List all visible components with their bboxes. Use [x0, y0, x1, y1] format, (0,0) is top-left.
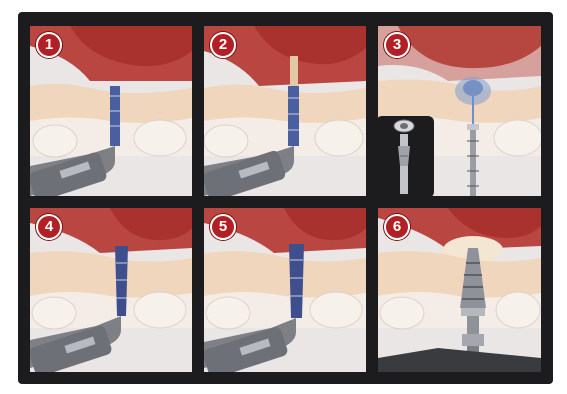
step-badge-2: 2	[210, 32, 236, 58]
step-panel-6: 6	[378, 208, 541, 372]
step-panel-3: 3	[378, 26, 541, 196]
step-badge-3: 3	[384, 32, 410, 58]
panel-grid-frame: 1 2	[18, 12, 553, 384]
step-badge-4: 4	[36, 214, 62, 240]
step-panel-2: 2	[204, 26, 366, 196]
step-badge-5: 5	[210, 214, 236, 240]
step-panel-4: 4	[30, 208, 192, 372]
step-badge-1: 1	[36, 32, 62, 58]
step-badge-6: 6	[384, 214, 410, 240]
step-panel-1: 1	[30, 26, 192, 196]
step-panel-5: 5	[204, 208, 366, 372]
